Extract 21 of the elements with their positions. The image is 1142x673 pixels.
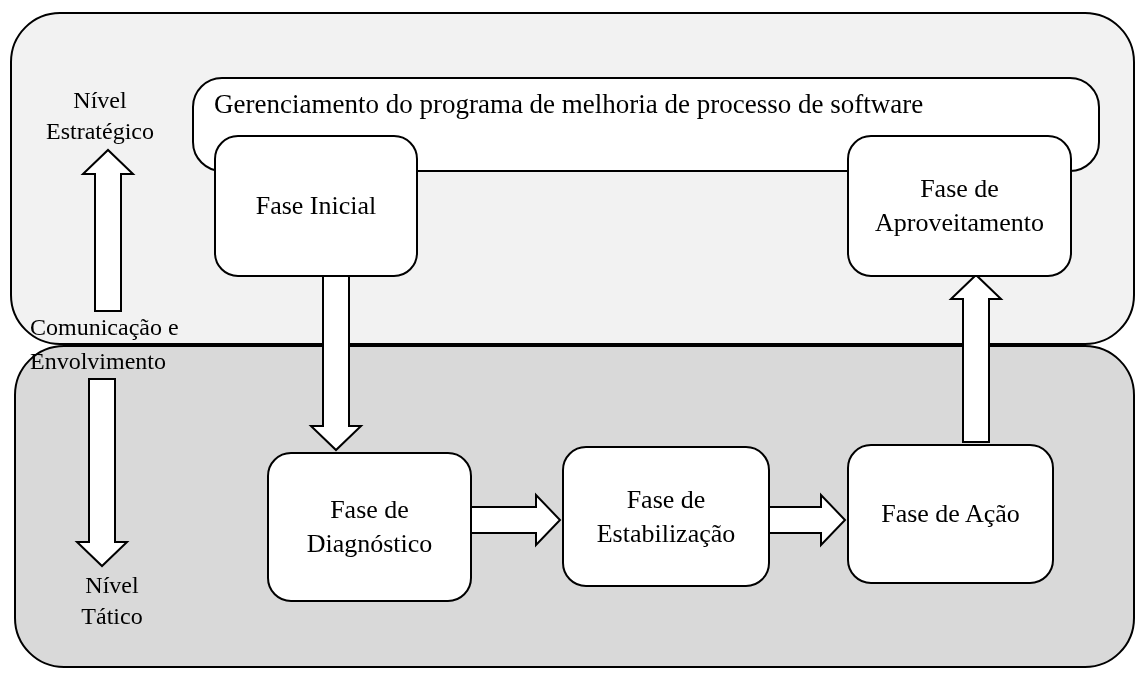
block-arrow bbox=[469, 492, 562, 548]
level-label: Nível Estratégico bbox=[45, 85, 155, 146]
phase-box bbox=[214, 135, 418, 277]
block-arrow bbox=[767, 492, 847, 548]
strategic-level-band bbox=[10, 12, 1135, 345]
phase-box bbox=[847, 135, 1072, 277]
communication-label: Comunicação e Envolvimento bbox=[30, 313, 180, 376]
level-label: Nível Tático bbox=[80, 570, 144, 631]
block-arrow bbox=[308, 274, 364, 452]
phase-box bbox=[267, 452, 472, 602]
block-arrow bbox=[74, 378, 130, 568]
phase-box bbox=[847, 444, 1054, 584]
box-label: Fase de Aproveitamento bbox=[874, 173, 1045, 239]
tactical-level-band bbox=[14, 345, 1135, 668]
box-label: Fase de Estabilização bbox=[595, 483, 737, 550]
block-arrow bbox=[80, 148, 136, 312]
box-label: Fase de Ação bbox=[881, 498, 1020, 531]
box-label: Fase de Diagnóstico bbox=[305, 494, 434, 560]
box-label: Gerenciamento do programa de melhoria de processo de software bbox=[214, 88, 924, 121]
phase-box bbox=[562, 446, 770, 587]
box-label: Fase Inicial bbox=[255, 190, 377, 223]
